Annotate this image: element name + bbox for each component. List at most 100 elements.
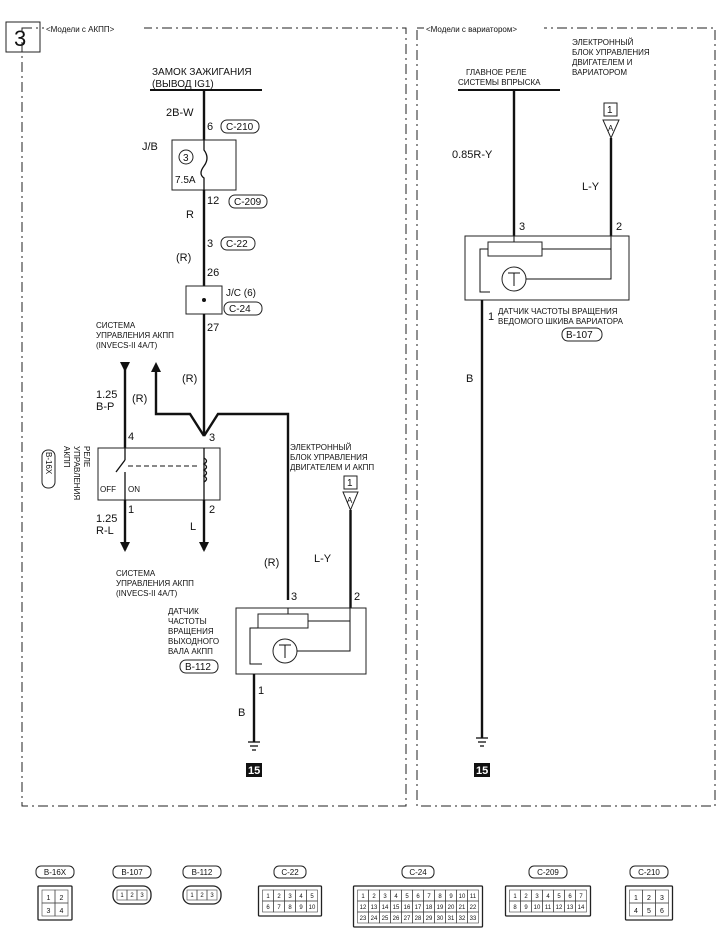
- wire-125-rl-1: 1.25: [96, 513, 117, 525]
- legend-c-209-pin: 10: [534, 905, 541, 911]
- legend-c-24-pin: 25: [382, 916, 389, 922]
- legend-b-107-name: B-107: [121, 868, 143, 877]
- wire-l-label: L: [190, 521, 196, 533]
- conn-b112: B-112: [185, 662, 211, 673]
- relay-on: ON: [128, 485, 140, 494]
- wire-2b-w: 2B-W: [166, 107, 194, 119]
- legend-c-209-pin: 4: [546, 894, 550, 900]
- at-system-top-1: СИСТЕМА: [96, 321, 136, 330]
- ignition-switch-label: ЗАМОК ЗАЖИГАНИЯ: [152, 67, 252, 78]
- legend-c-24-pin: 27: [404, 916, 411, 922]
- wire-125-bp-1: 1.25: [96, 389, 117, 401]
- arrow-down-rl: [120, 542, 130, 552]
- conn-b107-badge: [561, 327, 603, 342]
- legend-c-24-pin: 26: [393, 916, 400, 922]
- legend-c-209-pin: 7: [579, 894, 583, 900]
- pin-2b: 2: [354, 591, 360, 603]
- right-pin-2: 2: [616, 221, 622, 233]
- legend-c-22-pin: 10: [309, 905, 316, 911]
- pin-6: 6: [207, 121, 213, 133]
- sensor-left-3: ВРАЩЕНИЯ: [168, 627, 214, 636]
- at-system-bottom-3: (INVECS-II 4A/T): [116, 589, 178, 598]
- conn-c22: C-22: [226, 239, 248, 250]
- legend-c-24-body: [352, 885, 484, 928]
- arrow-up-at: [151, 362, 161, 372]
- wire-r-paren2: (R): [182, 373, 197, 385]
- relay-label-1: РЕЛЕ: [82, 446, 91, 467]
- ecu-left-pin-triangle: [342, 491, 359, 512]
- legend-c-210-pin: 6: [660, 908, 664, 915]
- legend-c-24-pin: 4: [394, 894, 398, 900]
- left-panel-frame: [21, 27, 407, 807]
- arrow-down-at: [120, 362, 130, 372]
- legend-c-24-pin: 14: [382, 905, 389, 911]
- legend-c-24-pin: 6: [416, 894, 420, 900]
- legend-b-112-body: [182, 885, 222, 905]
- legend-b-16x-badge: [35, 865, 75, 879]
- legend-c-209-pin: 2: [524, 894, 528, 900]
- legend-c-209-pin: 3: [535, 894, 539, 900]
- fuse-number: 3: [183, 153, 189, 164]
- right-pin-3: 3: [519, 221, 525, 233]
- legend-c-209-pin: 1: [513, 894, 517, 900]
- sensor-left-4: ВЫХОДНОГО: [168, 637, 219, 646]
- legend-c-24-pin: 2: [372, 894, 376, 900]
- wire-r-paren4: (R): [264, 557, 279, 569]
- main-relay-2: СИСТЕМЫ ВПРЫСКА: [458, 78, 541, 87]
- pin-2a: 2: [209, 504, 215, 516]
- ecu-right-ref-box: [603, 102, 618, 117]
- conn-c209-badge: [228, 194, 268, 209]
- legend-b-107-pin: 1: [120, 893, 124, 899]
- legend-c-209-pin: 12: [556, 905, 563, 911]
- wire-r: R: [186, 209, 194, 221]
- legend-c-24-pin: 29: [426, 916, 433, 922]
- legend-c-209-pin: 11: [545, 905, 552, 911]
- legend-c-22-pin: 7: [277, 905, 281, 911]
- legend-b-16x-pin: 1: [47, 895, 51, 902]
- legend-c-24-pin: 9: [449, 894, 453, 900]
- legend-c-22-pin: 6: [266, 905, 270, 911]
- legend-b-107-pin: 3: [140, 893, 144, 899]
- pin-12: 12: [207, 195, 219, 207]
- ecu-right-ref: 1: [607, 105, 613, 116]
- arrow-down-l: [199, 542, 209, 552]
- legend-c-24-pin: 16: [404, 905, 411, 911]
- relay-coil: [202, 457, 208, 483]
- conn-c22-badge: [220, 236, 256, 251]
- pin-26: 26: [207, 267, 219, 279]
- legend-c-24-pin: 22: [470, 905, 477, 911]
- legend-c-209-pin: 6: [568, 894, 572, 900]
- ground-badge-left: [246, 763, 262, 777]
- conn-c210: C-210: [226, 122, 254, 133]
- legend-c-22-body: [257, 885, 323, 917]
- left-panel-title: <Модели с АКПП>: [46, 25, 115, 34]
- sensor-element: [257, 613, 309, 629]
- pin-27: 27: [207, 322, 219, 334]
- legend-c-22-pin: 1: [266, 894, 270, 900]
- legend-c-22-pin: 8: [288, 905, 292, 911]
- legend-b-107-pin: 2: [130, 893, 134, 899]
- ecu-left-ref: 1: [347, 478, 353, 489]
- pulley-sensor-1: ДАТЧИК ЧАСТОТЫ ВРАЩЕНИЯ: [498, 307, 618, 316]
- legend-c-209-pin: 5: [557, 894, 561, 900]
- legend-c-210-name: C-210: [638, 868, 660, 877]
- legend-b-16x-body: [37, 885, 73, 921]
- ecu-right-pin: A: [608, 124, 614, 133]
- legend-c-209-name: C-209: [537, 868, 559, 877]
- ecu-left-pin: A: [347, 496, 353, 505]
- legend-c-24-pin: 32: [459, 916, 466, 922]
- wire-125-rl-2: R-L: [96, 525, 114, 537]
- ecu-left-ref-box: [343, 475, 358, 490]
- legend-c-22-pin: 9: [299, 905, 303, 911]
- legend-c-24-pin: 17: [415, 905, 422, 911]
- at-control-relay: [97, 447, 221, 501]
- relay-label-2: УПРАВЛЕНИЯ: [72, 446, 81, 500]
- wire-b-right-label: B: [466, 373, 473, 385]
- right-pin-1: 1: [488, 311, 494, 323]
- legend-c-209-pin: 9: [524, 905, 528, 911]
- relay-label-3: АКПП: [62, 446, 71, 468]
- legend-c-24-pin: 20: [448, 905, 455, 911]
- legend-c-24-pin: 21: [459, 905, 466, 911]
- main-relay-1: ГЛАВНОЕ РЕЛЕ: [466, 68, 527, 77]
